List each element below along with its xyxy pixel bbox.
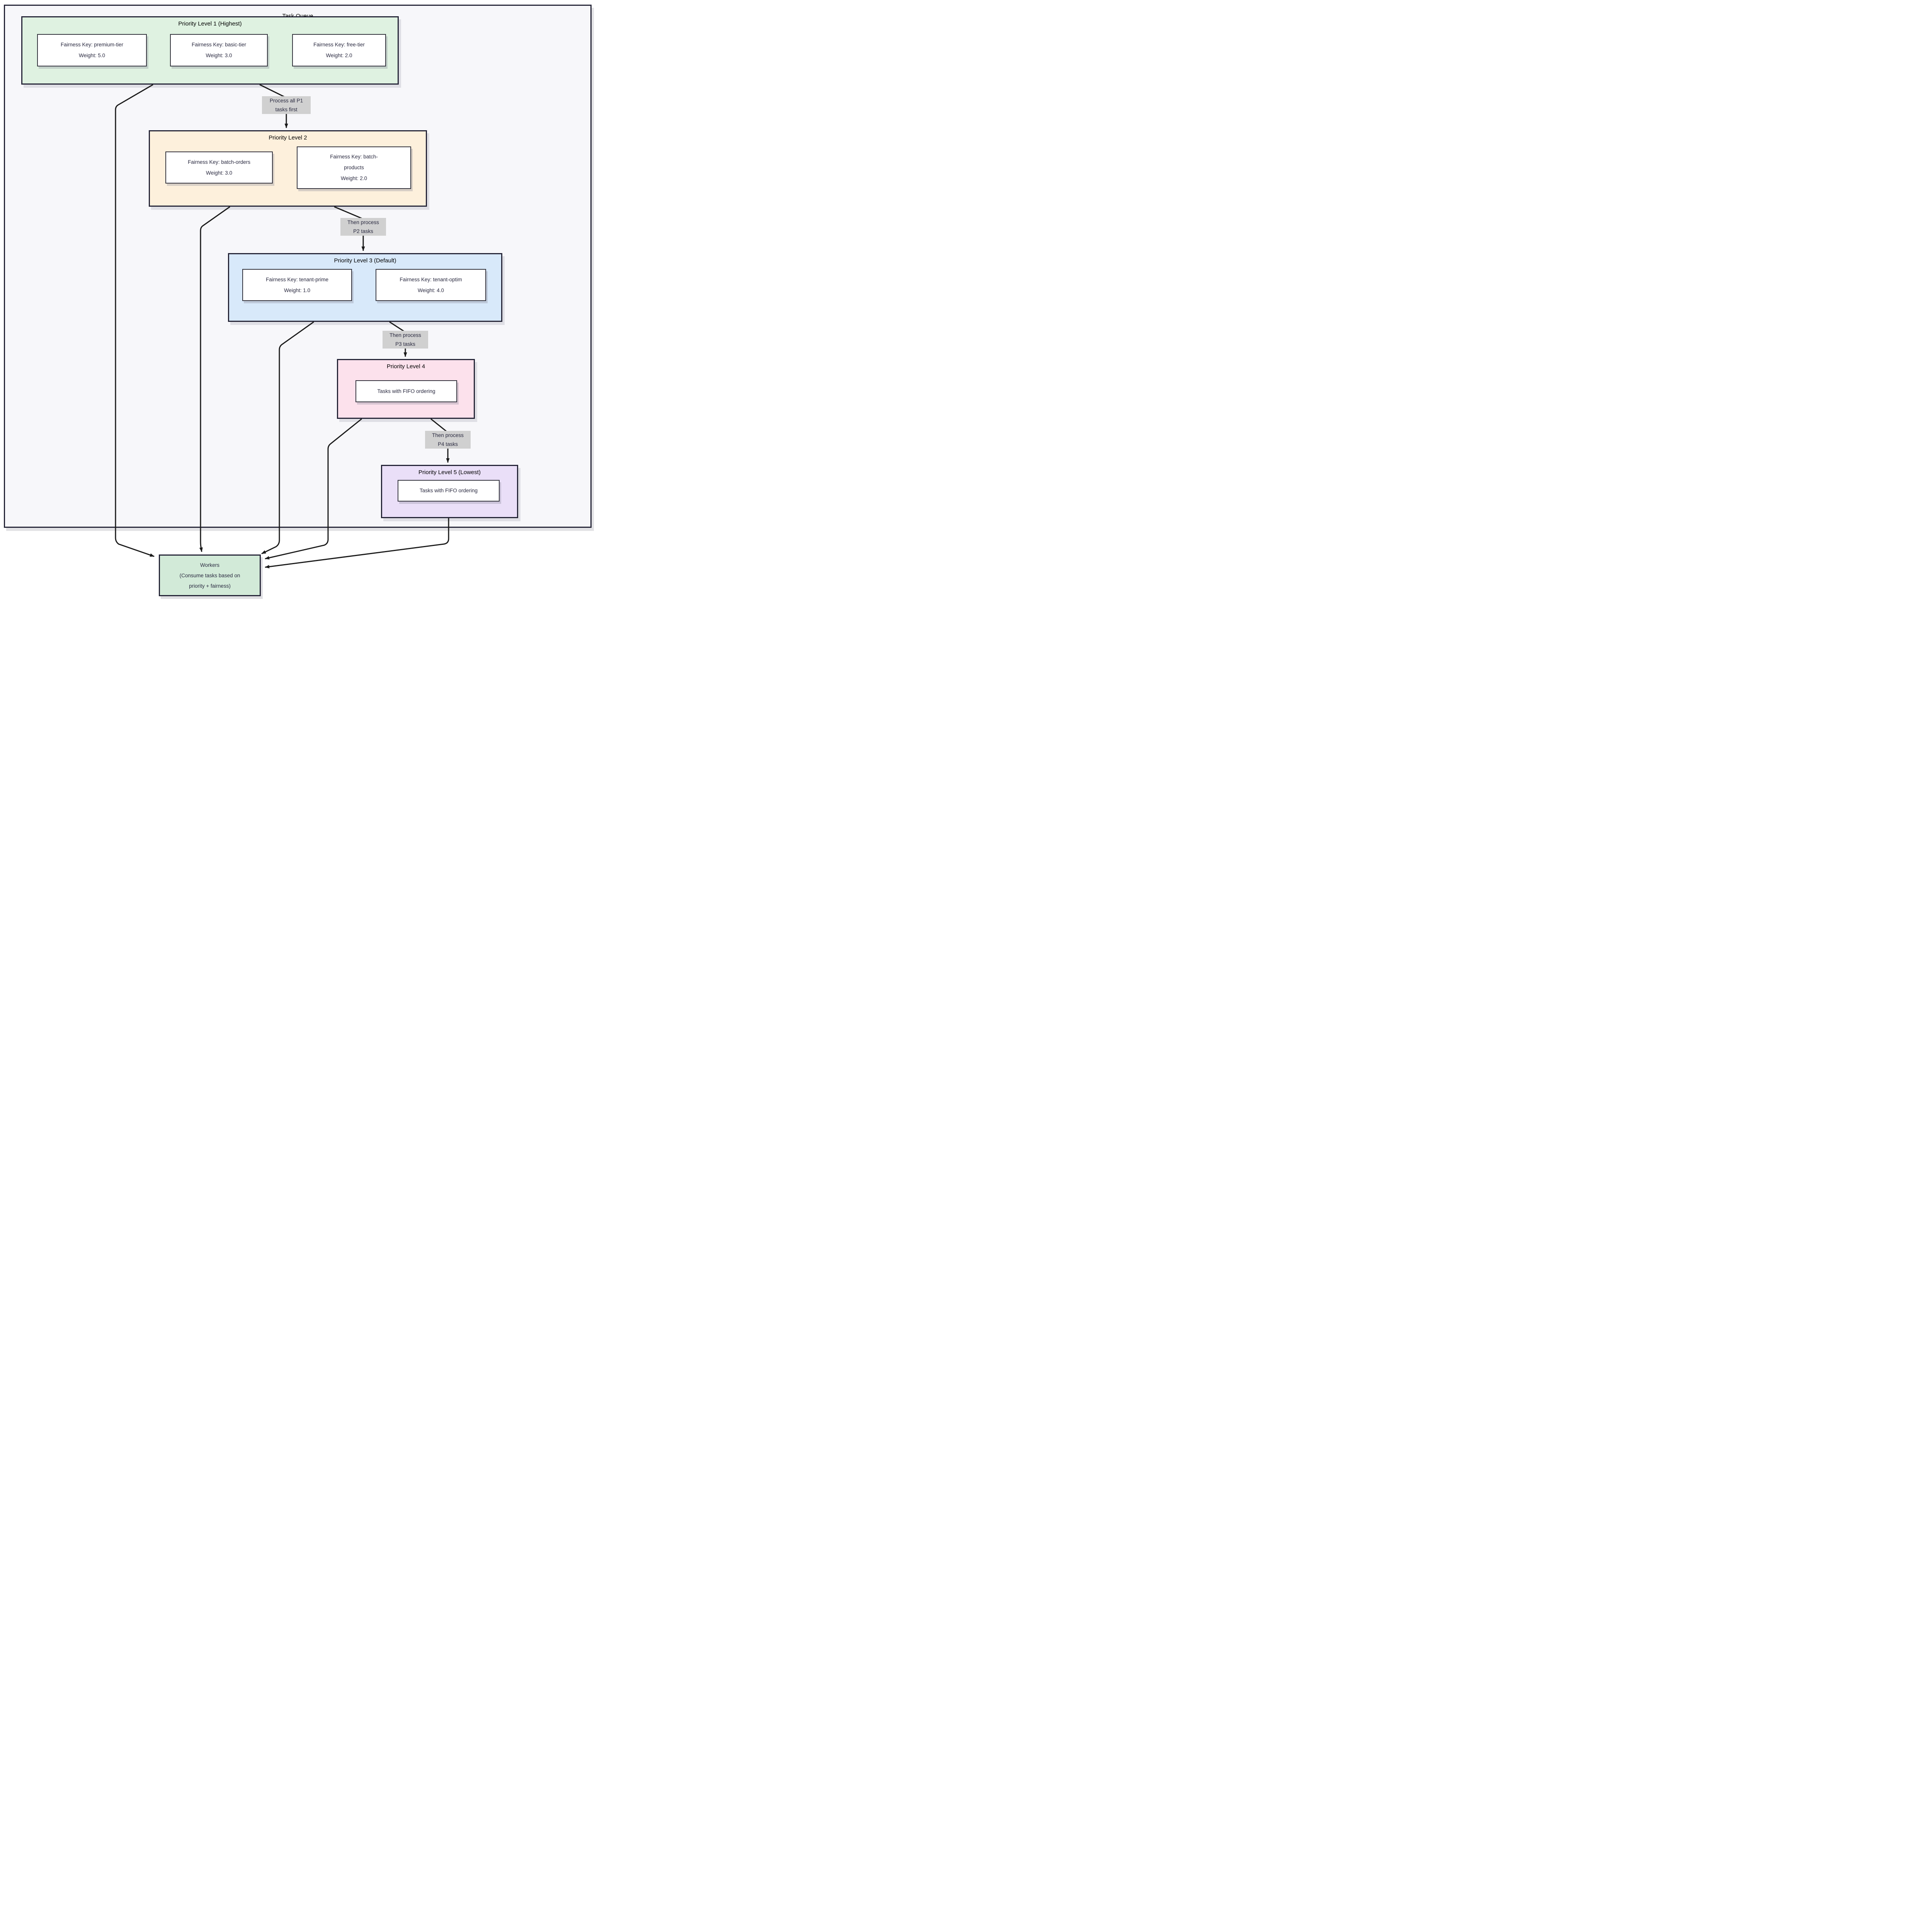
task-card-batch-orders: Fairness Key: batch-orders Weight: 3.0 — [165, 151, 273, 184]
priority-level-4-title: Priority Level 4 — [386, 363, 425, 370]
priority-level-5-title: Priority Level 5 (Lowest) — [418, 469, 481, 476]
task-card-free-tier: Fairness Key: free-tier Weight: 2.0 — [292, 34, 386, 66]
task-card-tenant-optim: Fairness Key: tenant-optim Weight: 4.0 — [376, 269, 486, 301]
edge-label-process-p1: Process all P1 tasks first — [262, 96, 311, 114]
task-card-fifo-p4: Tasks with FIFO ordering — [355, 380, 457, 402]
task-card-premium-tier: Fairness Key: premium-tier Weight: 5.0 — [37, 34, 147, 66]
task-card-tenant-prime: Fairness Key: tenant-prime Weight: 1.0 — [242, 269, 352, 301]
edge-label-process-p3: Then process P3 tasks — [383, 331, 428, 349]
priority-level-3-title: Priority Level 3 (Default) — [334, 257, 396, 264]
task-card-batch-products: Fairness Key: batch- products Weight: 2.… — [297, 146, 411, 189]
priority-level-2-title: Priority Level 2 — [269, 134, 307, 141]
task-card-fifo-p5: Tasks with FIFO ordering — [398, 480, 500, 502]
edge-label-process-p4: Then process P4 tasks — [425, 431, 471, 449]
edge-label-process-p2: Then process P2 tasks — [340, 218, 386, 236]
flowchart-canvas: Task Queue Priority Level 1 (Highest) Pr… — [0, 0, 596, 601]
workers-node: Workers (Consume tasks based on priority… — [159, 554, 261, 596]
priority-level-1-title: Priority Level 1 (Highest) — [178, 20, 242, 27]
task-card-basic-tier: Fairness Key: basic-tier Weight: 3.0 — [170, 34, 268, 66]
